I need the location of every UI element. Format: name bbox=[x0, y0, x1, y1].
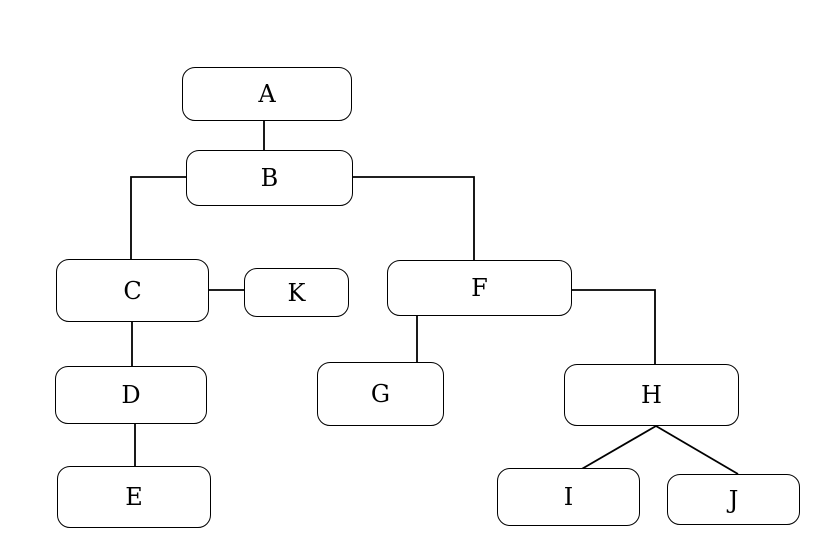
node-e-label: E bbox=[125, 483, 143, 511]
node-f: F bbox=[387, 260, 572, 316]
node-i-label: I bbox=[563, 483, 574, 511]
node-g-label: G bbox=[370, 380, 391, 408]
node-j: J bbox=[667, 474, 800, 525]
node-g: G bbox=[317, 362, 444, 426]
node-d-label: D bbox=[121, 381, 141, 409]
edge-b-f bbox=[353, 176, 475, 260]
node-a-label: A bbox=[258, 80, 276, 108]
node-c: C bbox=[56, 259, 209, 322]
node-e: E bbox=[57, 466, 211, 528]
node-h: H bbox=[564, 364, 739, 426]
node-f-label: F bbox=[471, 274, 488, 302]
node-b-label: B bbox=[260, 164, 279, 192]
edge-h-i bbox=[579, 425, 657, 471]
node-h-label: H bbox=[641, 381, 662, 409]
node-k-label: K bbox=[287, 278, 306, 307]
node-k: K bbox=[244, 268, 349, 317]
node-i: I bbox=[497, 468, 640, 526]
node-a: A bbox=[182, 67, 352, 121]
node-b: B bbox=[186, 150, 353, 206]
node-d: D bbox=[55, 366, 207, 424]
edge-f-h bbox=[572, 289, 656, 364]
node-j-label: J bbox=[728, 485, 739, 514]
edge-h-j bbox=[655, 425, 739, 475]
edge-b-c bbox=[130, 176, 186, 259]
node-c-label: C bbox=[123, 276, 142, 305]
